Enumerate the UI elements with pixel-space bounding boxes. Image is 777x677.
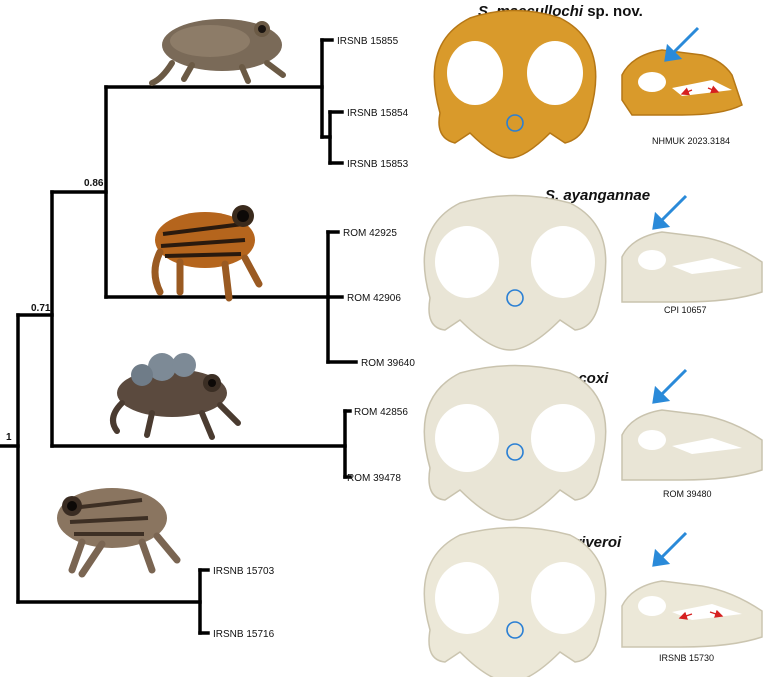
- support-root: 1: [6, 432, 12, 443]
- specimen-label: CPI 10657: [664, 305, 707, 315]
- blue-arrow: [654, 196, 686, 228]
- tip-label: IRSNB 15703: [213, 566, 275, 577]
- frog-photo: [152, 19, 283, 83]
- frog-photo: [113, 353, 238, 437]
- skull-lateral-view: [622, 232, 762, 302]
- tip-label: ROM 39640: [361, 358, 415, 369]
- skull-lateral-view: [622, 50, 742, 115]
- blue-arrow: [654, 533, 686, 565]
- specimen-label: ROM 39480: [663, 489, 712, 499]
- tip-label: IRSNB 15853: [347, 159, 409, 170]
- skull-dorsal-view: [434, 11, 595, 159]
- frog-photo: [57, 488, 177, 574]
- support-node-071: 0.71: [31, 303, 51, 314]
- blue-arrow: [654, 370, 686, 402]
- tip-label: ROM 39478: [347, 473, 401, 484]
- support-node-086: 0.86: [84, 178, 104, 189]
- specimen-label: NHMUK 2023.3184: [652, 136, 730, 146]
- tip-labels: IRSNB 15855 IRSNB 15854 IRSNB 15853 ROM …: [213, 36, 415, 640]
- tip-label: ROM 42906: [347, 293, 401, 304]
- skull-lateral-view: [622, 581, 762, 647]
- tip-label: IRSNB 15854: [347, 108, 409, 119]
- specimen-label: IRSNB 15730: [659, 653, 714, 663]
- skull-dorsal-view: [424, 528, 605, 677]
- frog-photo: [155, 205, 259, 298]
- skull-dorsal-view: [424, 366, 605, 521]
- skull-lateral-view: [622, 410, 762, 480]
- tip-label: ROM 42925: [343, 228, 397, 239]
- skull-dorsal-view: [424, 196, 605, 351]
- tip-label: IRSNB 15716: [213, 629, 275, 640]
- tree-branches: [0, 40, 356, 633]
- tip-label: ROM 42856: [354, 407, 408, 418]
- tip-label: IRSNB 15855: [337, 36, 399, 47]
